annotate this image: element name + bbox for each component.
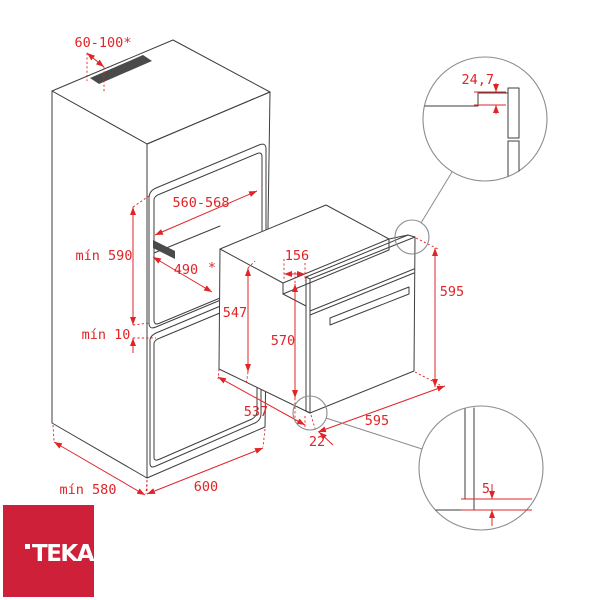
label-frame-overhang: 22 [309,434,325,450]
label-door-height: 570 [271,333,295,349]
label-top-recess: 156 [285,248,309,264]
detail-top-marker-circle [394,219,430,255]
detail-bottom-dim [461,484,532,526]
door-top-edge-inner [309,272,415,316]
label-cabinet-width: 600 [194,479,218,495]
detail-top-callout [394,56,548,255]
label-detail-top-step: 24,7 [461,72,494,88]
dim-top-vent [86,52,105,92]
teka-logo-dot [25,544,30,549]
dim-bottom-gap [130,337,156,353]
oven-drawing [218,204,416,414]
dimension-labels: 60-100* 560-568 mín 590 mín 10 490 * 547… [60,35,494,498]
label-shelf-depth: 490 [174,262,198,278]
label-body-depth: 537 [244,404,268,420]
label-front-height: 595 [440,284,464,300]
label-footnote-mark: * [208,260,216,276]
teka-logo-text: TEKA [32,541,95,567]
door-handle-slot [329,286,410,326]
detail-bottom-circle [418,405,544,531]
detail-bottom-profile [435,407,475,511]
niche-rear-vent [153,240,175,259]
door-top-edge [309,268,415,312]
label-bottom-gap: mín 10 [82,327,131,343]
oven-door-lines [309,268,415,326]
dim-top-recess [283,259,306,281]
cabinet-top-vent-slot [90,55,152,84]
label-detail-bottom-gap: 5 [482,481,490,497]
dim-shelf-depth [152,256,213,293]
label-niche-width: 560-568 [173,195,230,211]
teka-logo: TEKA [3,505,95,597]
dim-niche-height [130,195,151,326]
detail-bottom-marker-circle [292,395,328,431]
dim-front-height [414,237,441,387]
detail-bottom-callout [292,395,544,531]
oven-body-lines [219,234,416,414]
detail-bottom-leader [325,417,423,450]
dim-frame-overhang [318,431,334,446]
label-front-width: 595 [365,413,389,429]
detail-top-profile [424,87,520,177]
dim-cabinet-depth [52,424,148,496]
dim-niche-width [154,190,258,236]
detail-top-dim [474,83,506,114]
detail-top-leader [420,171,453,224]
label-cabinet-depth: mín 580 [60,482,117,498]
label-niche-height: mín 590 [76,248,133,264]
dim-cabinet-width [146,428,266,495]
dim-body-depth [217,368,306,429]
label-top-vent: 60-100* [75,35,132,51]
label-body-height: 547 [223,305,247,321]
detail-top-circle [422,56,548,182]
